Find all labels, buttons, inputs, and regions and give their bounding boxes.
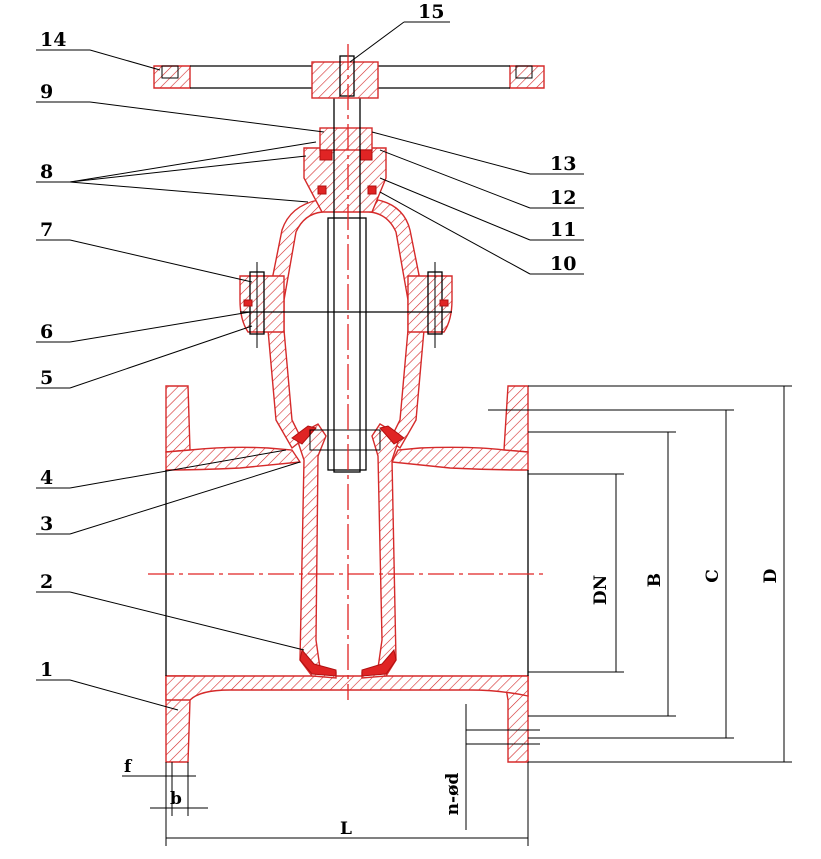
part-labels: 15 14 9 8 7 6 5 4 3 2 1 13 12 11 10 [40,1,576,681]
part-label-4: 4 [40,467,53,489]
stem-shaft [327,217,367,471]
handwheel-right-rim [509,65,545,89]
dim-label-dn: DN [591,575,611,605]
wedge-left [295,423,337,679]
handwheel-hub [311,61,379,99]
dim-label-c: C [703,569,723,583]
part-label-8: 8 [40,161,53,183]
body-top-wall-right [390,446,529,471]
gate-wedge [291,423,405,679]
bonnet-flange-left [239,275,285,333]
part-label-10: 10 [550,253,576,275]
dim-label-b-upper: B [645,573,665,587]
o-ring-left [319,149,333,161]
part-label-2: 2 [40,571,53,593]
dim-label-l: L [340,819,352,839]
bonnet-flange-right [407,275,453,333]
part-label-9: 9 [40,81,53,103]
part-label-11: 11 [550,219,576,241]
bonnet [239,199,453,450]
o-ring-right [359,149,373,161]
left-flange [165,385,191,453]
leader-lines [36,21,584,711]
body-bottom-wall [165,675,529,701]
stem-assembly [153,55,545,473]
dim-label-f: f [124,757,133,777]
part-label-6: 6 [40,321,53,343]
hub-screw [339,55,355,97]
top-nut [319,127,373,151]
part-label-12: 12 [550,187,576,209]
stuffing-box [303,147,387,213]
right-flange [503,385,529,453]
dimension-labels: DN B C D n-ød L f b [124,568,781,839]
handwheel-left-rim [153,65,191,89]
gasket-left [243,299,253,307]
dim-label-n-phi-d: n-ød [443,773,463,816]
rubber-right-top [379,425,405,445]
part-label-7: 7 [40,219,53,241]
dim-label-b-lower: b [170,789,182,809]
gasket-right [439,299,449,307]
dimension-lines [122,385,792,846]
part-label-13: 13 [550,153,576,175]
part-label-5: 5 [40,367,53,389]
seal-right [367,185,377,195]
dim-label-d: D [761,568,781,583]
part-label-14: 14 [40,29,66,51]
valve-body [165,385,529,763]
part-label-15: 15 [418,1,444,23]
seal-left [317,185,327,195]
rubber-left-bottom [299,648,337,677]
rubber-right-bottom [361,648,397,677]
part-label-3: 3 [40,513,53,535]
part-label-1: 1 [40,659,53,681]
